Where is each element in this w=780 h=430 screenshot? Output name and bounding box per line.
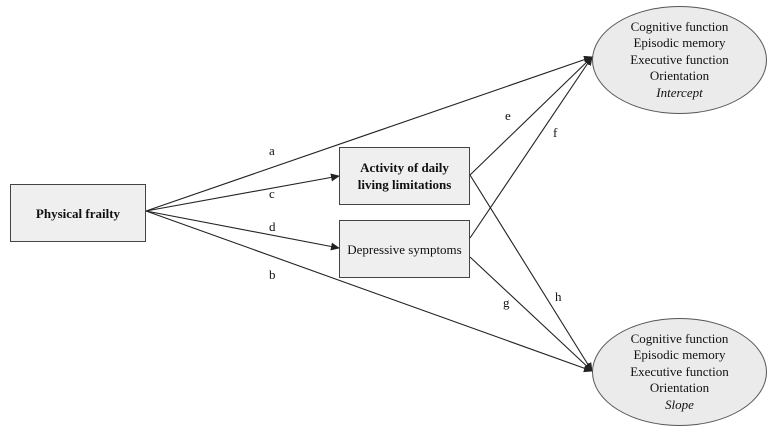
path-label-e: e (505, 108, 511, 123)
slope-line-episodic: Episodic memory (633, 347, 726, 363)
adl-limitations-box: Activity of daily living limitations (339, 147, 470, 205)
path-c-arrow (145, 173, 340, 212)
path-e-arrow (469, 56, 593, 176)
path-label-d: d (269, 219, 276, 234)
intercept-latent-label: Intercept (656, 84, 703, 100)
path-g-arrow (469, 256, 593, 372)
physical-frailty-label: Physical frailty (35, 205, 121, 221)
slope-line-cognitive: Cognitive function (630, 330, 729, 346)
path-label-a: a (269, 143, 275, 158)
depressive-symptoms-box: Depressive symptoms (339, 220, 470, 278)
path-h-arrow (469, 174, 593, 372)
path-f-arrow (469, 56, 593, 239)
physical-frailty-box: Physical frailty (10, 184, 146, 242)
intercept-outcome-ellipse: Cognitive function Episodic memory Execu… (592, 6, 767, 114)
path-label-h: h (555, 289, 562, 304)
adl-label-line1: Activity of daily (360, 160, 449, 175)
intercept-line-cognitive: Cognitive function (630, 18, 729, 34)
path-label-f: f (553, 125, 558, 140)
slope-line-executive: Executive function (630, 363, 729, 379)
depressive-symptoms-label: Depressive symptoms (347, 241, 462, 257)
path-label-c: c (269, 186, 275, 201)
slope-latent-label: Slope (665, 396, 694, 412)
path-b-arrow (145, 210, 593, 373)
path-label-b: b (269, 267, 276, 282)
path-a-arrow (145, 55, 593, 212)
path-label-g: g (503, 295, 510, 310)
slope-outcome-ellipse: Cognitive function Episodic memory Execu… (592, 318, 767, 426)
intercept-line-executive: Executive function (630, 51, 729, 67)
intercept-line-orientation: Orientation (649, 68, 710, 84)
intercept-line-episodic: Episodic memory (633, 35, 726, 51)
path-d-arrow (145, 210, 340, 251)
adl-label-line2: living limitations (357, 177, 452, 192)
slope-line-orientation: Orientation (649, 380, 710, 396)
